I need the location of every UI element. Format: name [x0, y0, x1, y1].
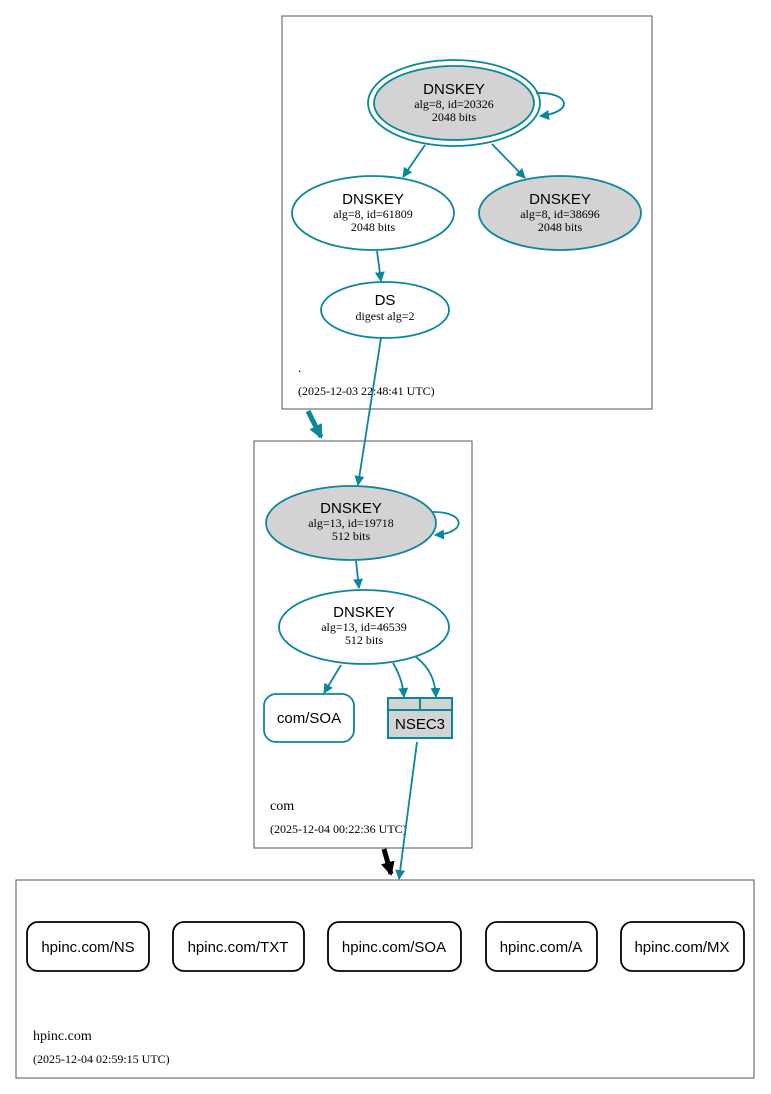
rrset-ns[interactable]: hpinc.com/NS: [26, 921, 150, 972]
delegation-root-to-com: [305, 409, 324, 439]
node-root-ksk-title: DNSKEY: [423, 81, 485, 98]
edges: [323, 92, 565, 880]
rrset-soa[interactable]: hpinc.com/SOA: [327, 921, 462, 972]
node-root-ksk[interactable]: DNSKEY alg=8, id=20326 2048 bits: [367, 59, 541, 147]
delegation-com-to-hpinc: [381, 848, 395, 876]
edge-ds-to-com-ksk: [354, 337, 382, 486]
node-com-zsk-bits: 512 bits: [345, 633, 384, 647]
edge-root-ksk-to-k3: [491, 143, 526, 179]
node-com-soa[interactable]: com/SOA: [263, 693, 355, 743]
node-com-zsk[interactable]: DNSKEY alg=13, id=46539 512 bits: [278, 589, 450, 665]
zone-hpinc: hpinc.com (2025-12-04 02:59:15 UTC): [15, 879, 755, 1079]
node-root-zsk-alg: alg=8, id=61809: [333, 207, 413, 221]
edge-root-ksk-self: [535, 92, 565, 120]
node-ds-title: DS: [375, 292, 396, 309]
zone-root: . (2025-12-03 22:48:41 UTC): [281, 15, 653, 410]
rrset-a[interactable]: hpinc.com/A: [485, 921, 598, 972]
node-com-soa-label: com/SOA: [277, 710, 341, 727]
edge-com-zsk-to-nsec3-a: [392, 662, 409, 698]
node-root-ksk-alg: alg=8, id=20326: [414, 97, 494, 111]
node-com-zsk-alg: alg=13, id=46539: [321, 620, 407, 634]
node-root-key3-title: DNSKEY: [529, 191, 591, 208]
node-root-zsk-bits: 2048 bits: [351, 220, 396, 234]
edge-com-ksk-to-zsk: [353, 560, 363, 589]
node-root-zsk-title: DNSKEY: [342, 191, 404, 208]
zone-com-name: com: [270, 799, 294, 814]
zone-root-time: (2025-12-03 22:48:41 UTC): [298, 384, 435, 398]
node-com-ksk-title: DNSKEY: [320, 500, 382, 517]
node-root-key3[interactable]: DNSKEY alg=8, id=38696 2048 bits: [478, 175, 642, 251]
rrset-txt[interactable]: hpinc.com/TXT: [172, 921, 305, 972]
edge-com-ksk-self: [431, 511, 460, 540]
rrset-mx[interactable]: hpinc.com/MX: [620, 921, 745, 972]
node-root-zsk[interactable]: DNSKEY alg=8, id=61809 2048 bits: [291, 175, 455, 251]
node-ds[interactable]: DS digest alg=2: [320, 281, 450, 339]
node-nsec3[interactable]: NSEC3: [387, 697, 453, 739]
edge-nsec3-to-hpinc: [395, 741, 418, 880]
rrset-txt-label: hpinc.com/TXT: [188, 939, 289, 956]
zone-com-time: (2025-12-04 00:22:36 UTC): [270, 822, 407, 836]
zone-com: com (2025-12-04 00:22:36 UTC): [253, 440, 473, 849]
rrset-mx-label: hpinc.com/MX: [634, 939, 729, 956]
rrset-a-label: hpinc.com/A: [500, 939, 583, 956]
node-com-ksk-alg: alg=13, id=19718: [308, 516, 394, 530]
node-nsec3-label: NSEC3: [395, 716, 445, 733]
node-com-ksk[interactable]: DNSKEY alg=13, id=19718 512 bits: [265, 485, 437, 561]
node-ds-digest: digest alg=2: [355, 309, 414, 323]
node-root-ksk-bits: 2048 bits: [432, 110, 477, 124]
rrset-ns-label: hpinc.com/NS: [41, 939, 134, 956]
node-com-ksk-bits: 512 bits: [332, 529, 371, 543]
node-root-key3-alg: alg=8, id=38696: [520, 207, 600, 221]
zone-hpinc-time: (2025-12-04 02:59:15 UTC): [33, 1052, 170, 1066]
zone-hpinc-name: hpinc.com: [33, 1029, 92, 1044]
rrset-list: hpinc.com/NS hpinc.com/TXT hpinc.com/SOA…: [26, 921, 745, 972]
zone-root-name: .: [298, 360, 301, 375]
edge-zsk-to-ds: [374, 250, 385, 282]
rrset-soa-label: hpinc.com/SOA: [342, 939, 446, 956]
node-com-zsk-title: DNSKEY: [333, 604, 395, 621]
edge-root-ksk-to-zsk: [402, 144, 426, 178]
node-root-key3-bits: 2048 bits: [538, 220, 583, 234]
edge-com-zsk-to-nsec3-b: [415, 656, 441, 698]
edge-com-zsk-to-soa: [323, 664, 342, 694]
